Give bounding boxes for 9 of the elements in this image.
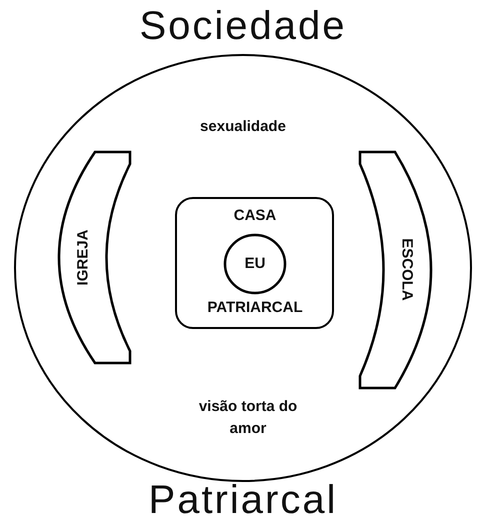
circle-label: EU: [244, 255, 266, 272]
note-text: visão torta do amor: [198, 397, 298, 439]
band-label: ESCOLA: [398, 237, 416, 303]
box-label: CASA: [232, 207, 278, 224]
band-label: IGREJA: [74, 228, 92, 287]
heading-text: Sociedade: [138, 4, 348, 49]
box-label: PATRIARCAL: [206, 299, 304, 316]
note-text: sexualidade: [199, 117, 287, 137]
heading-text: Patriarcal: [148, 478, 338, 523]
